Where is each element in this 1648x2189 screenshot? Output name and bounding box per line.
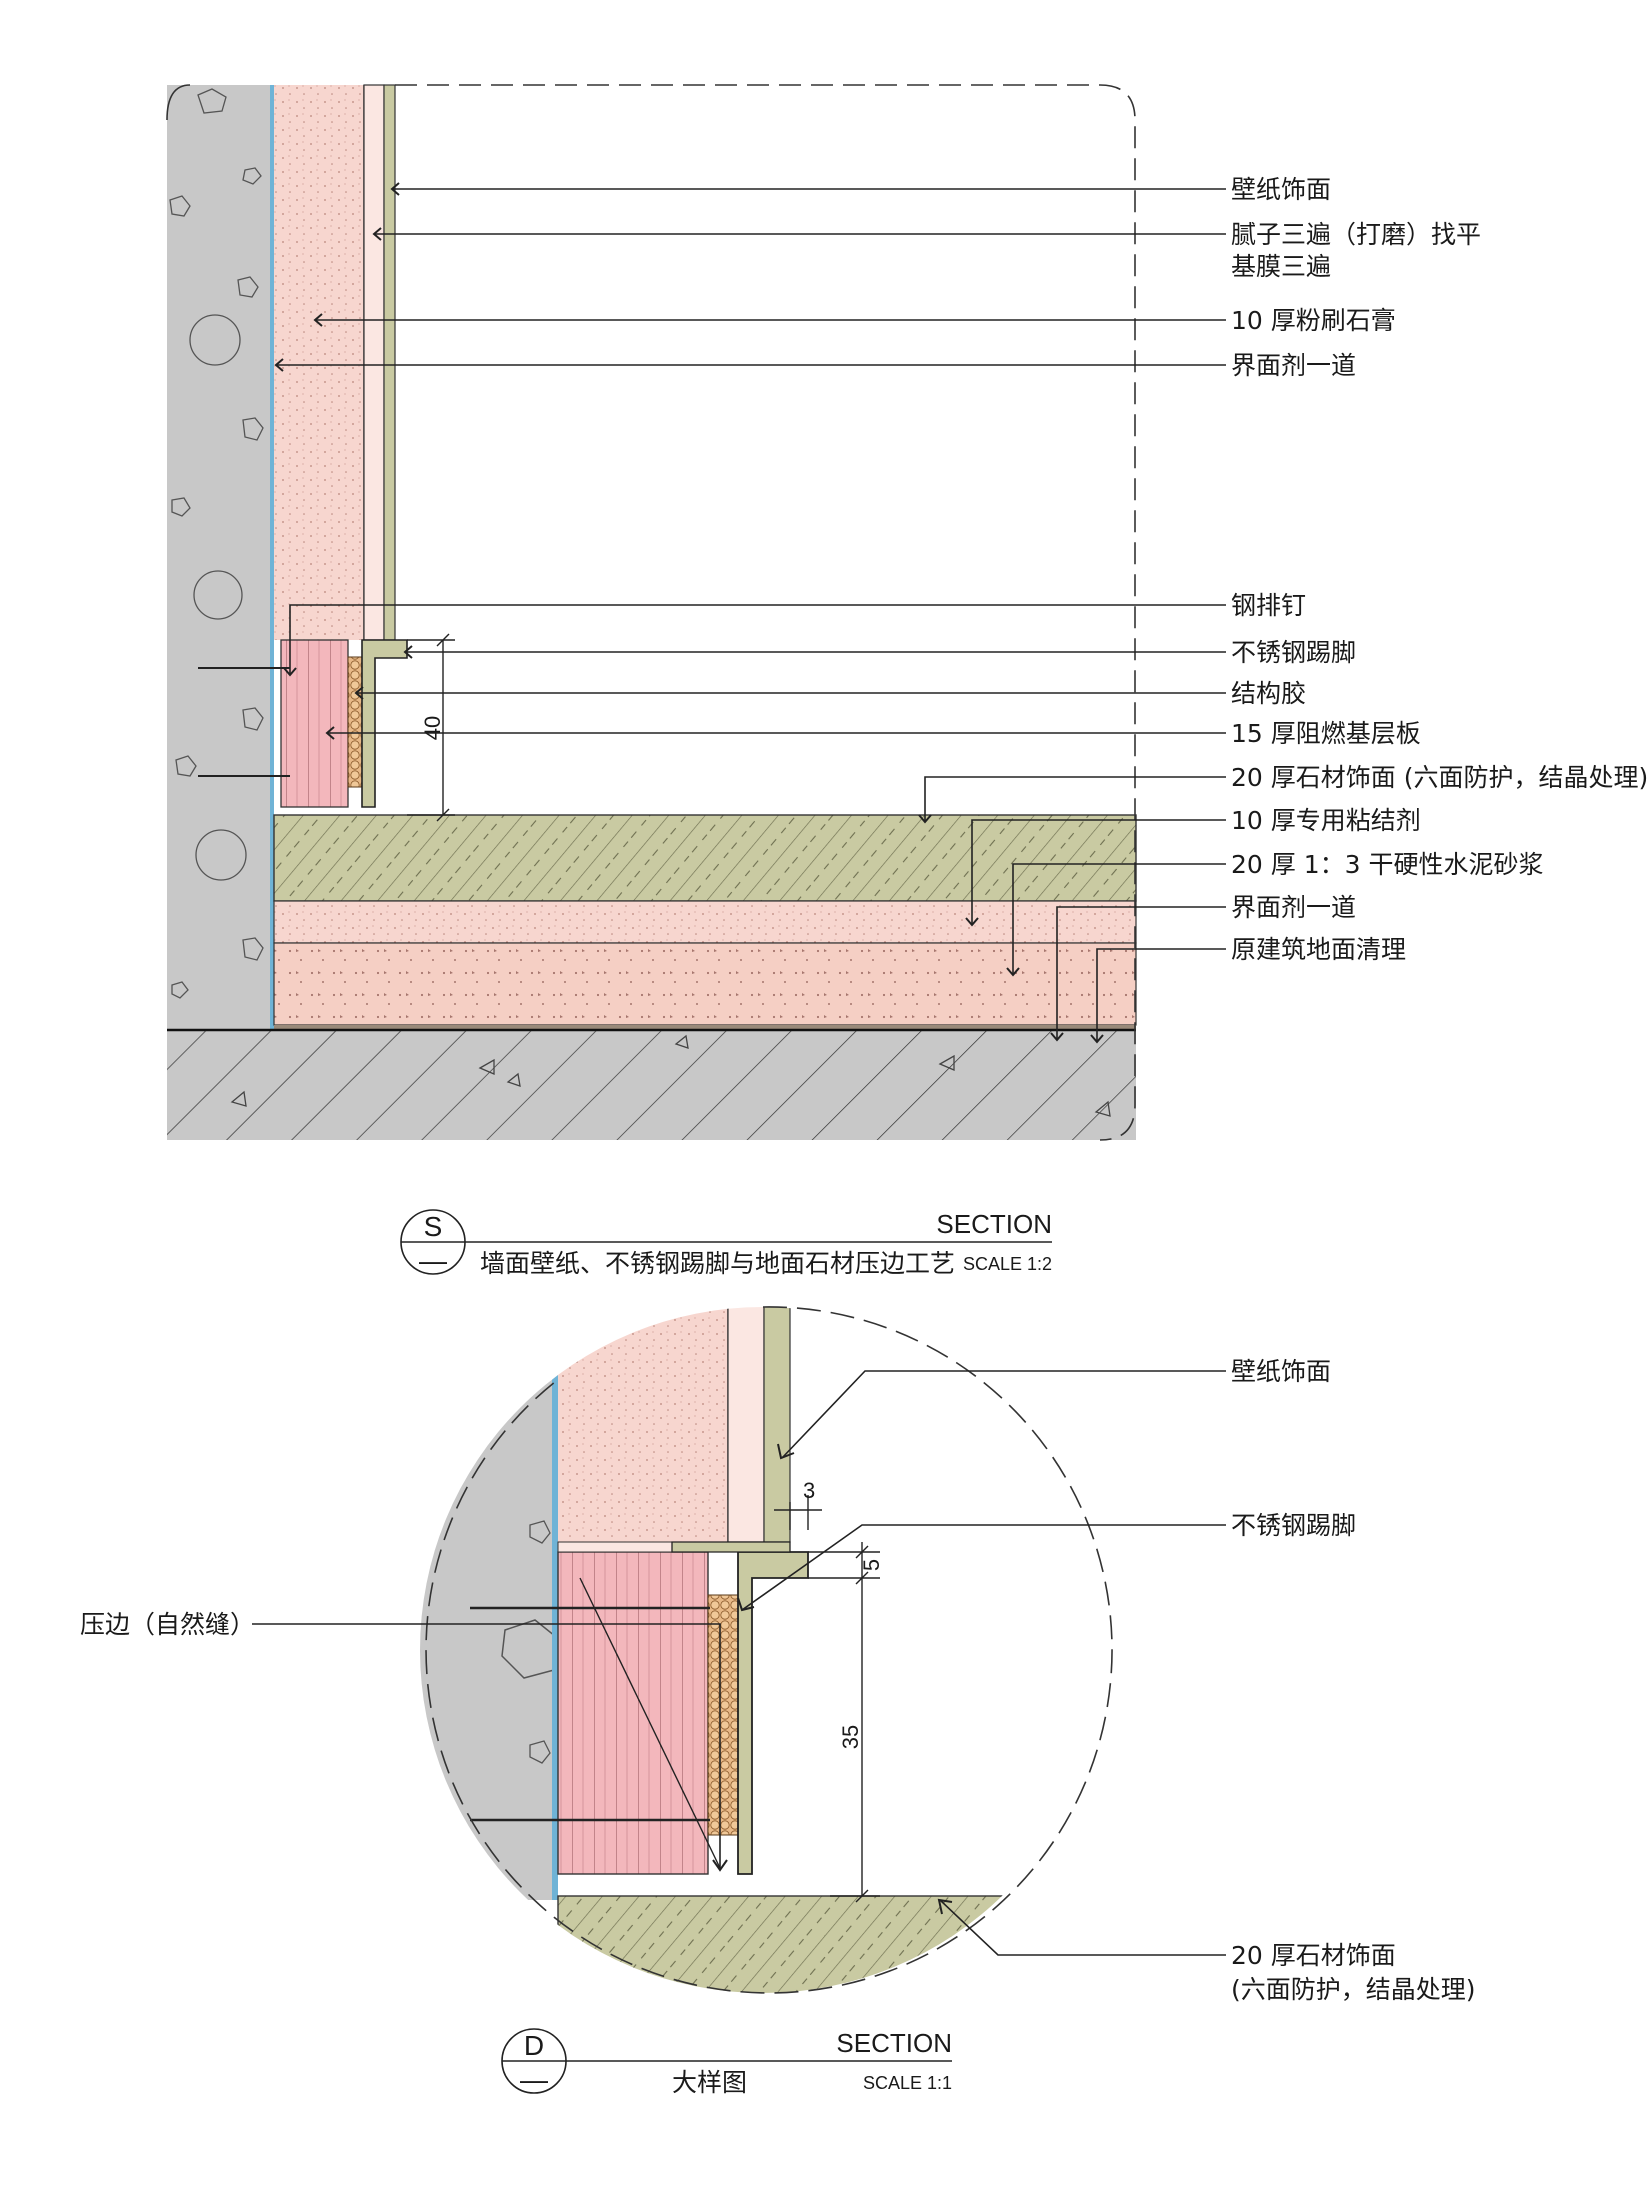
detail-skirting <box>737 1551 809 1875</box>
section-s-title-block: S — SECTION 墙面壁纸、不锈钢踢脚与地面石材压边工艺 SCALE 1:… <box>400 1209 1052 1278</box>
cement-mortar <box>273 942 1137 1026</box>
section-s-drawing: 40 <box>166 84 1648 1141</box>
section-d-title: SECTION <box>836 2028 952 2058</box>
stone-finish <box>273 814 1137 902</box>
section-d-leaders <box>252 1370 1226 1956</box>
wall-putty <box>363 84 385 641</box>
floor-interface-agent <box>274 1025 1136 1030</box>
detail-label-skirting: 不锈钢踢脚 <box>1231 1511 1356 1540</box>
detail-label-stone-note: (六面防护，结晶处理) <box>1231 1975 1476 2004</box>
wallpaper-finish <box>383 84 396 641</box>
detail-stone <box>557 1895 1019 1993</box>
label-interface-floor: 界面剂一道 <box>1231 893 1356 922</box>
label-stone: 20 厚石材饰面 (六面防护，结晶处理) <box>1231 763 1648 792</box>
label-base-floor: 原建筑地面清理 <box>1231 935 1406 964</box>
stainless-skirting <box>361 639 408 808</box>
label-adhesive: 结构胶 <box>1231 679 1306 708</box>
section-d-description: 大样图 <box>672 2068 747 2097</box>
section-d-title-block: D — SECTION 大样图 SCALE 1:1 <box>501 2028 952 2097</box>
wall-plaster <box>274 85 364 640</box>
structural-slab <box>167 1030 1136 1140</box>
detail-dimensions <box>774 1495 880 1903</box>
section-d-tag: D <box>524 2030 544 2061</box>
detail-dim-height: 35 <box>838 1725 863 1749</box>
label-skirting: 不锈钢踢脚 <box>1231 638 1356 667</box>
label-stone-adhesive: 10 厚专用粘结剂 <box>1231 806 1421 835</box>
section-s-description: 墙面壁纸、不锈钢踢脚与地面石材压边工艺 <box>480 1249 955 1278</box>
concrete-wall <box>167 85 270 1030</box>
detail-adhesive <box>707 1594 739 1836</box>
detail-boundary <box>395 84 1136 1141</box>
detail-label-stone: 20 厚石材饰面 <box>1231 1941 1396 1970</box>
section-d-drawing: 3 5 35 壁纸饰面 不锈钢踢脚 压边（自然缝） 20 厚石材饰面 (六面防护… <box>80 1306 1476 2004</box>
label-board: 15 厚阻燃基层板 <box>1231 719 1421 748</box>
section-s-leaders <box>274 182 1226 1044</box>
stone-adhesive-layer <box>273 900 1137 944</box>
label-mortar: 20 厚 1：3 干硬性水泥砂浆 <box>1231 850 1543 879</box>
section-s-tag-sub: — <box>419 1245 447 1276</box>
section-s-tag: S <box>424 1211 443 1242</box>
aggregate-marks <box>169 88 264 999</box>
section-s-title: SECTION <box>936 1209 1052 1239</box>
detail-board <box>557 1551 709 1875</box>
section-d-tag-sub: — <box>520 2064 548 2095</box>
detail-label-edge: 压边（自然缝） <box>80 1610 255 1639</box>
dimension-40-text: 40 <box>420 716 445 740</box>
label-wallpaper: 壁纸饰面 <box>1231 175 1331 204</box>
label-nails: 钢排钉 <box>1231 591 1306 620</box>
detail-dim-gap: 3 <box>803 1478 815 1503</box>
section-s-scale: SCALE 1:2 <box>963 1254 1052 1274</box>
detail-dim-top: 5 <box>859 1559 884 1571</box>
label-interface-wall: 界面剂一道 <box>1231 351 1356 380</box>
dimension-40 <box>407 633 455 822</box>
slab-marks <box>230 1034 1111 1117</box>
detail-label-wallpaper: 壁纸饰面 <box>1231 1357 1331 1386</box>
wall-interface-agent <box>270 85 274 1030</box>
fire-retardant-board <box>280 639 349 808</box>
label-gypsum: 10 厚粉刷石膏 <box>1231 306 1396 335</box>
structural-adhesive <box>347 656 363 788</box>
detail-circle-boundary <box>425 1306 1113 1994</box>
label-putty: 腻子三遍（打磨）找平 <box>1231 220 1481 249</box>
section-d-scale: SCALE 1:1 <box>863 2073 952 2093</box>
label-primer: 基膜三遍 <box>1231 252 1331 281</box>
steel-nails <box>198 667 290 777</box>
